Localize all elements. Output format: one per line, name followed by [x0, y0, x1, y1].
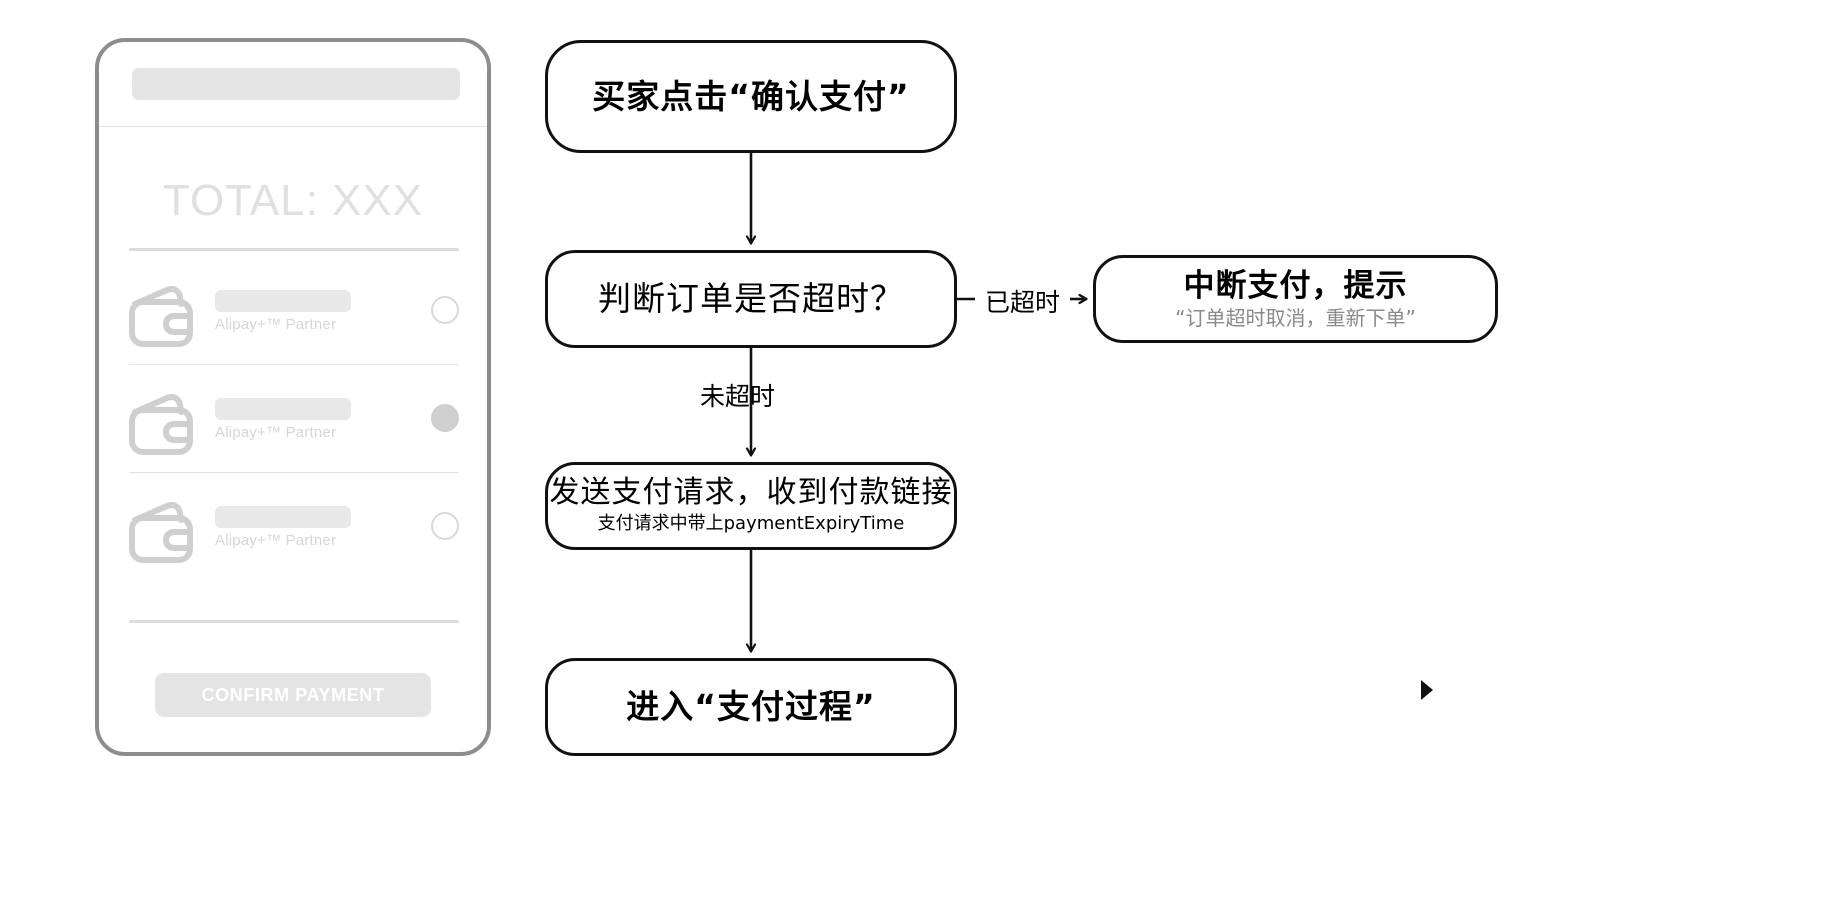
- cursor-pointer-icon: [1419, 679, 1435, 701]
- flow-node-title: 买家点击“确认支付”: [592, 76, 910, 116]
- flow-node-buyer-click[interactable]: 买家点击“确认支付”: [545, 40, 957, 153]
- row-divider-1: [129, 364, 459, 365]
- payment-method-name-placeholder: [215, 290, 351, 312]
- payment-method-row-1[interactable]: Alipay+™ Partner: [127, 272, 463, 364]
- flow-node-check-timeout[interactable]: 判断订单是否超时？: [545, 250, 957, 348]
- row-divider-2: [129, 472, 459, 473]
- edge-label-timeout: 已超时: [985, 288, 1061, 317]
- flow-node-send-payment-request[interactable]: 发送支付请求，收到付款链接 支付请求中带上paymentExpiryTime: [545, 462, 957, 550]
- order-total-label: TOTAL: XXX: [162, 176, 424, 225]
- edge-label-not-timeout: 未超时: [700, 382, 776, 411]
- flow-node-subtitle: 支付请求中带上paymentExpiryTime: [597, 513, 905, 534]
- payment-method-row-3[interactable]: Alipay+™ Partner: [127, 488, 463, 580]
- flow-node-title: 中断支付，提示: [1183, 267, 1408, 304]
- payment-method-radio[interactable]: [431, 296, 459, 324]
- payment-method-subtitle: Alipay+™ Partner: [215, 424, 337, 441]
- flow-node-enter-payment-process[interactable]: 进入“支付过程”: [545, 658, 957, 756]
- flow-node-title: 判断订单是否超时？: [598, 279, 904, 318]
- flow-node-abort-payment[interactable]: 中断支付，提示 “订单超时取消，重新下单”: [1093, 255, 1498, 343]
- divider-above-methods: [129, 248, 459, 251]
- phone-header-placeholder: [132, 68, 460, 100]
- payment-method-radio[interactable]: [431, 512, 459, 540]
- flow-node-title: 进入“支付过程”: [626, 687, 876, 726]
- flow-node-title: 发送支付请求，收到付款链接: [549, 475, 953, 510]
- wallet-icon: [127, 285, 197, 348]
- payment-method-name-placeholder: [215, 506, 351, 528]
- payment-method-name-placeholder: [215, 398, 351, 420]
- phone-mockup: TOTAL: XXX Alipay+™ Partner: [95, 38, 491, 756]
- confirm-payment-button[interactable]: CONFIRM PAYMENT: [155, 673, 431, 717]
- wallet-icon: [127, 501, 197, 564]
- divider-below-methods: [129, 620, 459, 623]
- payment-method-row-2[interactable]: Alipay+™ Partner: [127, 380, 463, 472]
- payment-method-subtitle: Alipay+™ Partner: [215, 316, 337, 333]
- phone-header-divider: [99, 126, 487, 127]
- flow-node-subtitle: “订单超时取消，重新下单”: [1175, 305, 1416, 330]
- payment-method-subtitle: Alipay+™ Partner: [215, 532, 337, 549]
- wallet-icon: [127, 393, 197, 456]
- payment-method-radio-selected[interactable]: [431, 404, 459, 432]
